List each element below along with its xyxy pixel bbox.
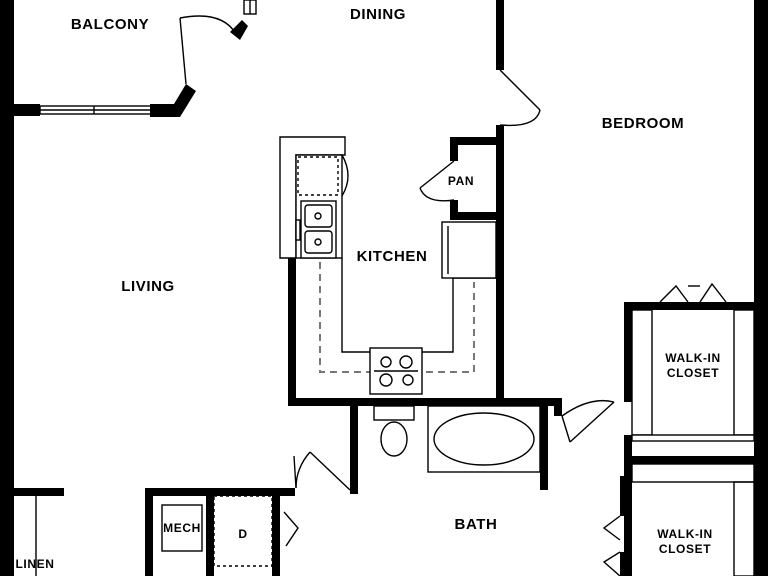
left-exterior-wall bbox=[0, 0, 14, 576]
label-kitchen: KITCHEN bbox=[357, 248, 428, 265]
label-pantry: PAN bbox=[448, 174, 474, 188]
balcony-wall-upper bbox=[230, 20, 248, 40]
kitchen bbox=[279, 136, 497, 395]
label-closet-upper-1: WALK-IN bbox=[665, 351, 721, 365]
kitchen-bottom-wall bbox=[288, 398, 562, 406]
bathtub bbox=[427, 405, 541, 473]
toilet bbox=[380, 421, 408, 457]
balcony-wall bbox=[14, 104, 40, 116]
kitchen-right-wall bbox=[496, 125, 504, 405]
balcony-door bbox=[179, 17, 187, 85]
closet-bifold-door bbox=[659, 284, 689, 303]
label-linen: LINEN bbox=[16, 557, 55, 571]
hall-door bbox=[283, 511, 299, 547]
label-living: LIVING bbox=[121, 278, 175, 295]
pantry-door bbox=[419, 160, 455, 189]
refrigerator bbox=[297, 156, 339, 196]
label-closet-lower-1: WALK-IN bbox=[657, 527, 713, 541]
label-dining: DINING bbox=[350, 6, 406, 23]
dining-bedroom-wall bbox=[496, 0, 504, 70]
balcony-wall-corner bbox=[150, 84, 196, 117]
kitchen-left-wall bbox=[288, 258, 296, 406]
utility bbox=[35, 495, 273, 576]
dishwasher bbox=[441, 221, 497, 279]
dryer bbox=[213, 495, 273, 567]
closet-shelving bbox=[631, 309, 755, 576]
toilet-tank bbox=[373, 405, 415, 421]
closet-door-upper bbox=[569, 401, 615, 443]
label-dryer: D bbox=[238, 527, 247, 541]
room-labels: BALCONY DINING BEDROOM LIVING KITCHEN PA… bbox=[16, 6, 721, 571]
bedroom-door bbox=[499, 69, 541, 111]
doors bbox=[179, 15, 727, 576]
label-mech: MECH bbox=[163, 521, 201, 535]
bath-door bbox=[309, 451, 351, 491]
mech-unit bbox=[161, 504, 203, 552]
right-exterior-wall bbox=[754, 0, 768, 576]
closet-bifold-door-lower bbox=[602, 515, 621, 541]
bathroom bbox=[373, 405, 541, 473]
label-closet-upper-2: CLOSET bbox=[667, 366, 719, 380]
label-balcony: BALCONY bbox=[71, 16, 149, 33]
label-bedroom: BEDROOM bbox=[602, 115, 685, 132]
label-closet-lower-2: CLOSET bbox=[659, 542, 711, 556]
label-bath: BATH bbox=[455, 516, 498, 533]
